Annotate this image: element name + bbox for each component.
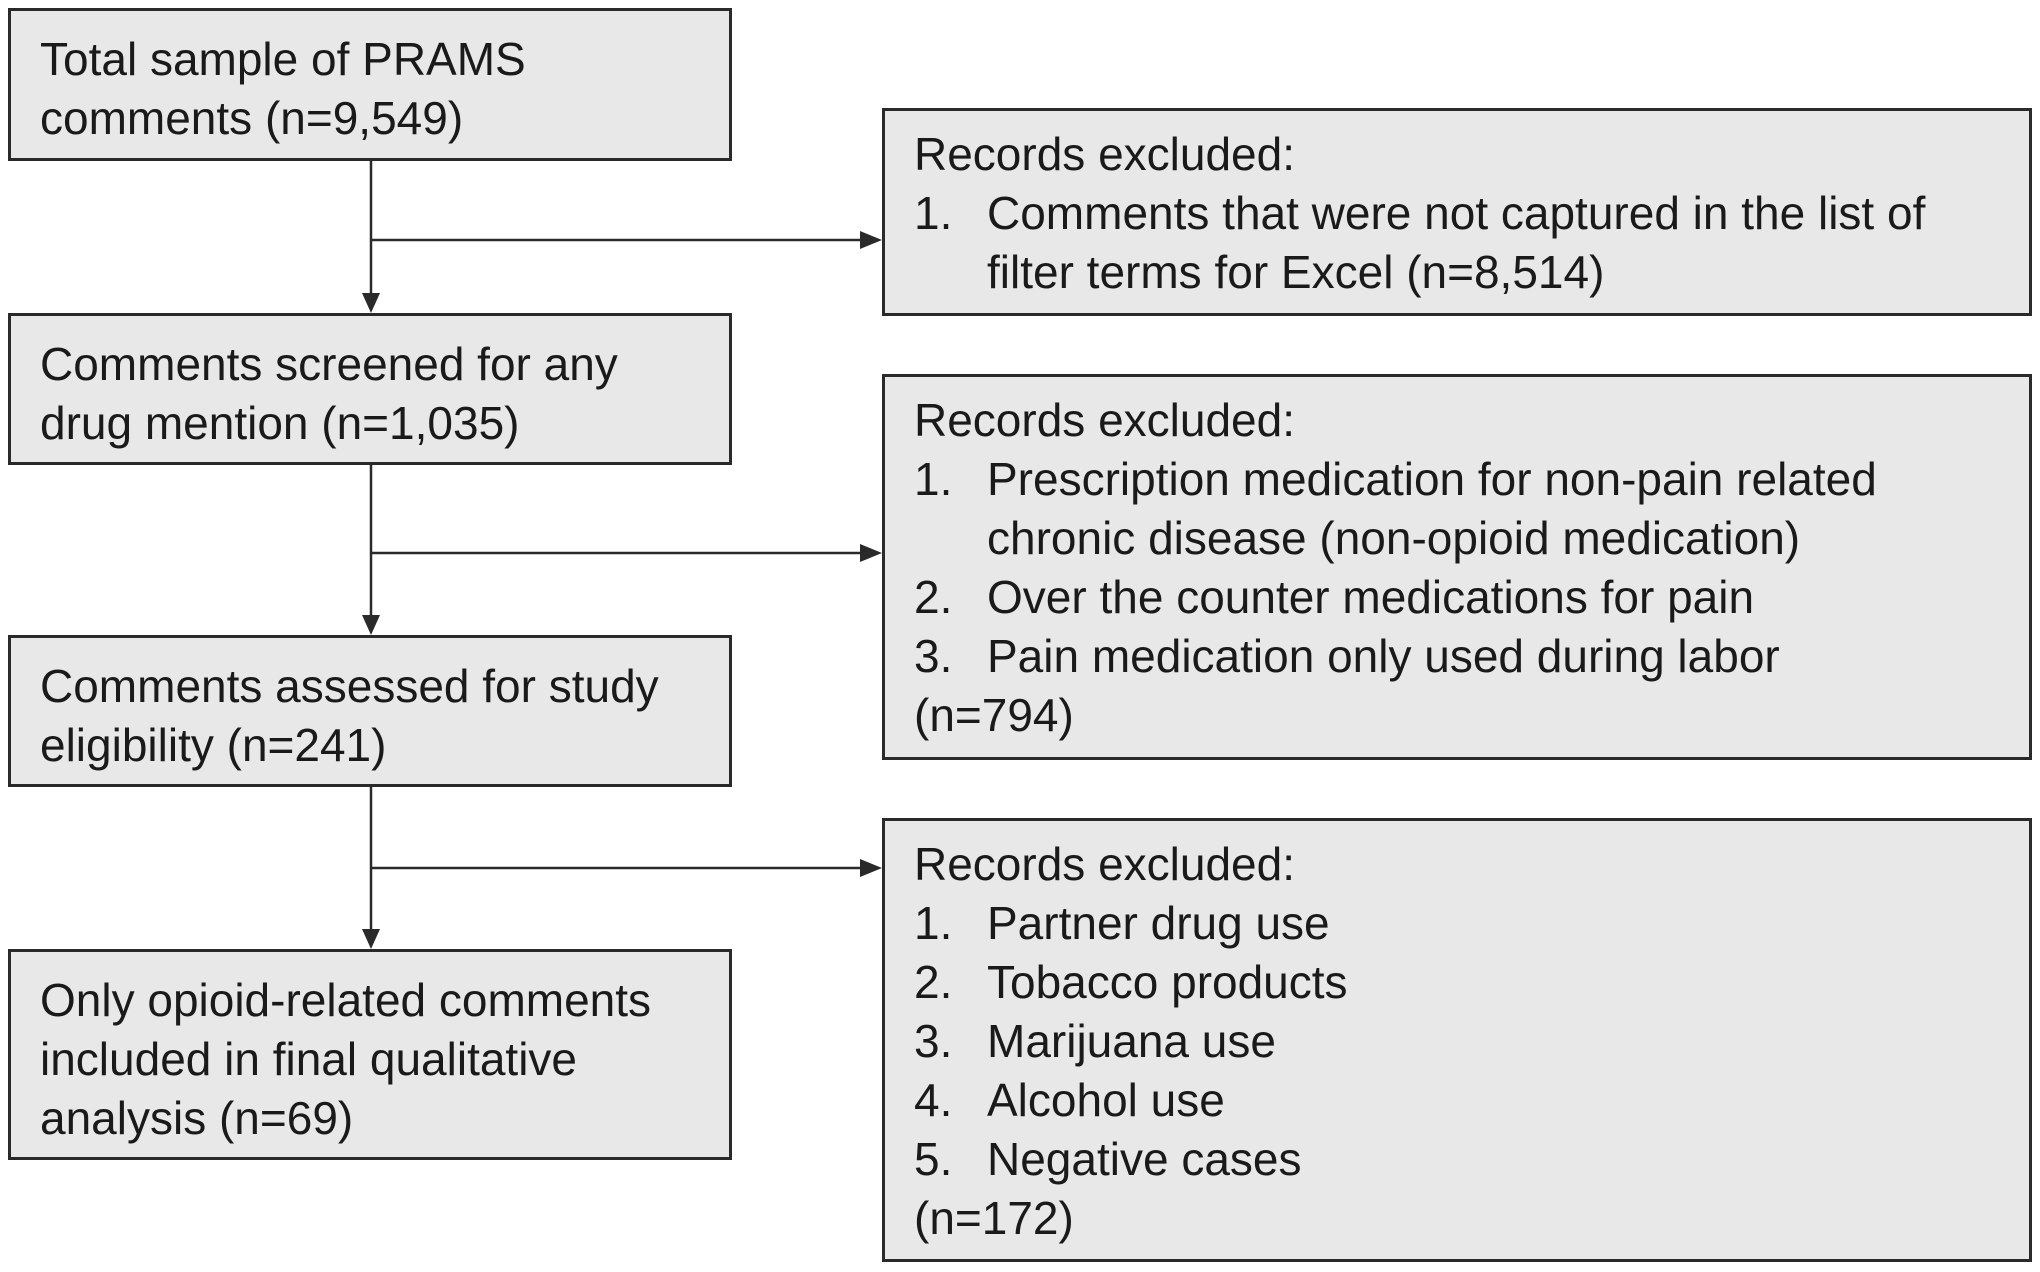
step-text-line: Comments assessed for study (40, 660, 659, 712)
item-text: Prescription medication for non-pain rel… (987, 453, 1877, 505)
step-final-analysis: Only opioid-related comments included in… (8, 949, 732, 1160)
arrowhead-step4 (362, 929, 380, 949)
step-text-line: eligibility (n=241) (40, 719, 387, 771)
arrowhead-step3 (362, 615, 380, 635)
exclusion-heading: Records excluded: (914, 128, 1295, 180)
item-text-continued: filter terms for Excel (n=8,514) (987, 246, 1605, 298)
step-screened: Comments screened for any drug mention (… (8, 313, 732, 465)
item-text: Comments that were not captured in the l… (987, 187, 1926, 239)
step-text-line: Only opioid-related comments (40, 974, 652, 1026)
item-text: Over the counter medications for pain (987, 571, 1755, 623)
exclusion-item: 1. Comments that were not captured in th… (914, 184, 2029, 243)
item-number: 5. (914, 1133, 953, 1185)
item-number: 2. (914, 956, 953, 1008)
item-text: Alcohol use (987, 1074, 1225, 1126)
exclusion-item: 2. Tobacco products (914, 953, 2029, 1012)
item-number: 4. (914, 1074, 953, 1126)
item-text: Tobacco products (987, 956, 1348, 1008)
step-text-line: analysis (n=69) (40, 1092, 354, 1144)
item-text: Marijuana use (987, 1015, 1276, 1067)
item-number: 2. (914, 571, 953, 623)
item-text: Pain medication only used during labor (987, 630, 1780, 682)
step-text-line: drug mention (n=1,035) (40, 397, 520, 449)
exclusion-item: 1. Prescription medication for non-pain … (914, 450, 2029, 509)
exclusion-box-3: Records excluded: 1. Partner drug use 2.… (882, 818, 2032, 1262)
item-text: Negative cases (987, 1133, 1302, 1185)
step-text-line: comments (n=9,549) (40, 92, 464, 144)
exclusion-box-1: Records excluded: 1. Comments that were … (882, 108, 2032, 316)
exclusion-box-2: Records excluded: 1. Prescription medica… (882, 374, 2032, 760)
step-total-sample: Total sample of PRAMS comments (n=9,549) (8, 8, 732, 161)
item-number: 1. (914, 187, 953, 239)
exclusion-count: (n=172) (914, 1192, 1074, 1244)
exclusion-item: 3. Pain medication only used during labo… (914, 627, 2029, 686)
exclusion-item: 2. Over the counter medications for pain (914, 568, 2029, 627)
exclusion-item: 4. Alcohol use (914, 1071, 2029, 1130)
step-text-line: included in final qualitative (40, 1033, 578, 1085)
step-text-line: Comments screened for any (40, 338, 618, 390)
item-number: 1. (914, 897, 953, 949)
item-number: 1. (914, 453, 953, 505)
exclusion-item: 3. Marijuana use (914, 1012, 2029, 1071)
step-text-line: Total sample of PRAMS (40, 33, 526, 85)
exclusion-heading: Records excluded: (914, 838, 1295, 890)
item-number: 3. (914, 630, 953, 682)
exclusion-count: (n=794) (914, 689, 1074, 741)
arrowhead-step2 (362, 293, 380, 313)
arrowhead-exclusion-2 (860, 544, 882, 562)
step-assessed: Comments assessed for study eligibility … (8, 635, 732, 787)
item-text: Partner drug use (987, 897, 1330, 949)
exclusion-item: 5. Negative cases (914, 1130, 2029, 1189)
arrowhead-exclusion-1 (860, 231, 882, 249)
exclusion-heading: Records excluded: (914, 394, 1295, 446)
item-number: 3. (914, 1015, 953, 1067)
exclusion-item: 1. Partner drug use (914, 894, 2029, 953)
item-text-continued: chronic disease (non-opioid medication) (987, 512, 1801, 564)
arrowhead-exclusion-3 (860, 859, 882, 877)
